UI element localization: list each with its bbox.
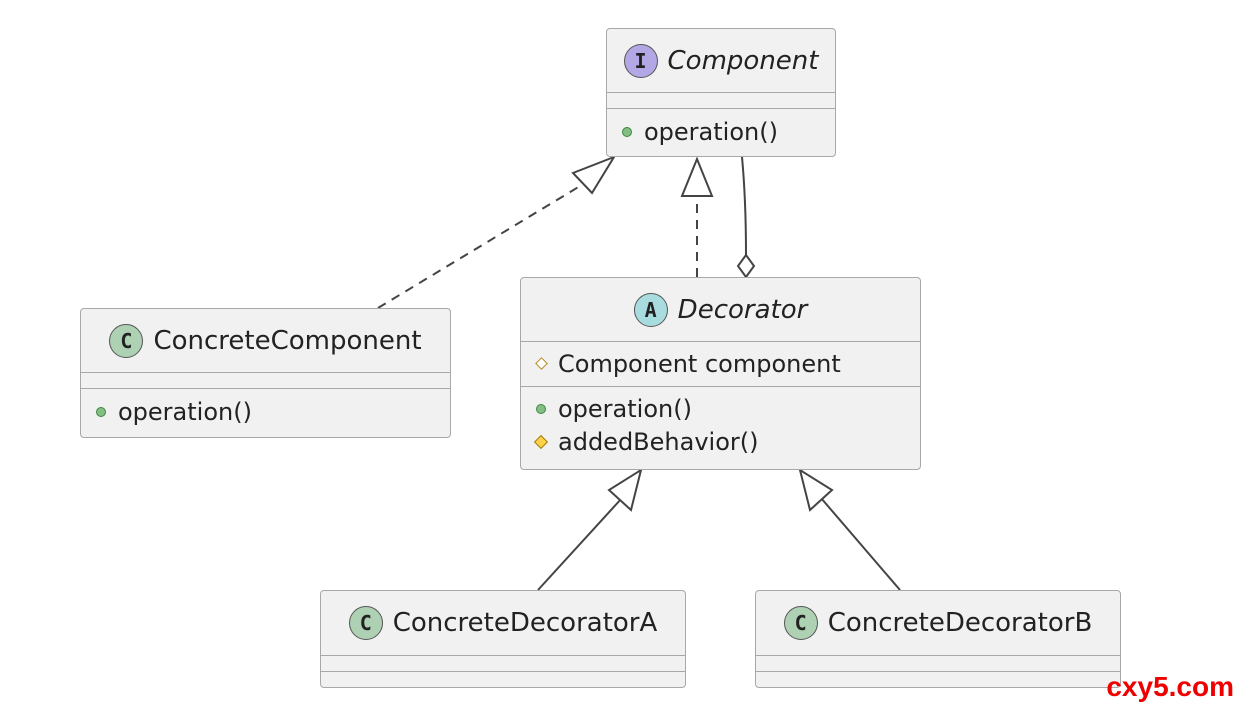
class-decorator-name: Decorator	[677, 294, 808, 325]
interface-badge-icon: I	[623, 43, 658, 78]
class-component: I Component operation()	[606, 28, 836, 157]
class-decorator: A Decorator Component component operatio…	[520, 277, 921, 470]
method-added-behavior: addedBehavior()	[533, 425, 908, 458]
methods-section: operation()	[81, 388, 450, 428]
fields-separator	[756, 655, 1120, 671]
method-label: operation()	[558, 394, 692, 423]
inheritance-arrowhead-decorator-a	[607, 467, 643, 512]
fields-separator	[607, 92, 835, 108]
methods-section: operation() addedBehavior()	[521, 386, 920, 458]
class-concrete-decorator-a-name: ConcreteDecoratorA	[392, 608, 658, 638]
class-badge-icon: C	[783, 606, 818, 640]
realization-arrowhead-decorator	[680, 156, 714, 197]
fields-separator	[321, 655, 685, 671]
class-concrete-decorator-b-header: C ConcreteDecoratorB	[756, 591, 1120, 655]
method-operation: operation()	[93, 395, 438, 428]
inheritance-arrowhead-decorator-b	[798, 467, 834, 512]
method-label: operation()	[118, 397, 252, 426]
class-component-name: Component	[667, 45, 819, 76]
public-visibility-icon	[533, 401, 549, 417]
class-badge-icon: C	[109, 323, 144, 358]
class-concrete-component-header: C ConcreteComponent	[81, 309, 450, 372]
methods-section: operation()	[607, 108, 835, 148]
class-badge-icon: C	[348, 606, 383, 640]
protected-method-icon	[533, 434, 549, 450]
class-concrete-decorator-a-header: C ConcreteDecoratorA	[321, 591, 685, 655]
protected-field-icon	[533, 356, 549, 372]
inheritance-line-decorator-a	[537, 497, 623, 591]
realization-arrowhead-concrete-component	[571, 154, 617, 195]
aggregation-diamond	[736, 253, 756, 279]
field-label: Component component	[558, 349, 841, 378]
methods-separator	[321, 671, 685, 672]
class-concrete-decorator-b: C ConcreteDecoratorB	[755, 590, 1121, 688]
inheritance-line-decorator-b	[820, 497, 901, 591]
class-concrete-component-name: ConcreteComponent	[153, 325, 422, 356]
method-operation: operation()	[533, 392, 908, 425]
class-concrete-component: C ConcreteComponent operation()	[80, 308, 451, 438]
abstract-badge-icon: A	[633, 292, 668, 327]
class-component-header: I Component	[607, 29, 835, 92]
method-label: addedBehavior()	[558, 427, 759, 456]
class-concrete-decorator-a: C ConcreteDecoratorA	[320, 590, 686, 688]
fields-separator	[81, 372, 450, 388]
fields-section: Component component	[521, 341, 920, 386]
method-label: operation()	[644, 117, 778, 146]
public-visibility-icon	[619, 124, 635, 140]
method-operation: operation()	[619, 115, 823, 148]
class-concrete-decorator-b-name: ConcreteDecoratorB	[827, 608, 1093, 638]
watermark: cxy5.com	[1106, 671, 1234, 702]
methods-separator	[756, 671, 1120, 672]
aggregation-line	[741, 156, 747, 256]
field-component: Component component	[533, 347, 908, 380]
class-decorator-header: A Decorator	[521, 278, 920, 341]
public-visibility-icon	[93, 404, 109, 420]
